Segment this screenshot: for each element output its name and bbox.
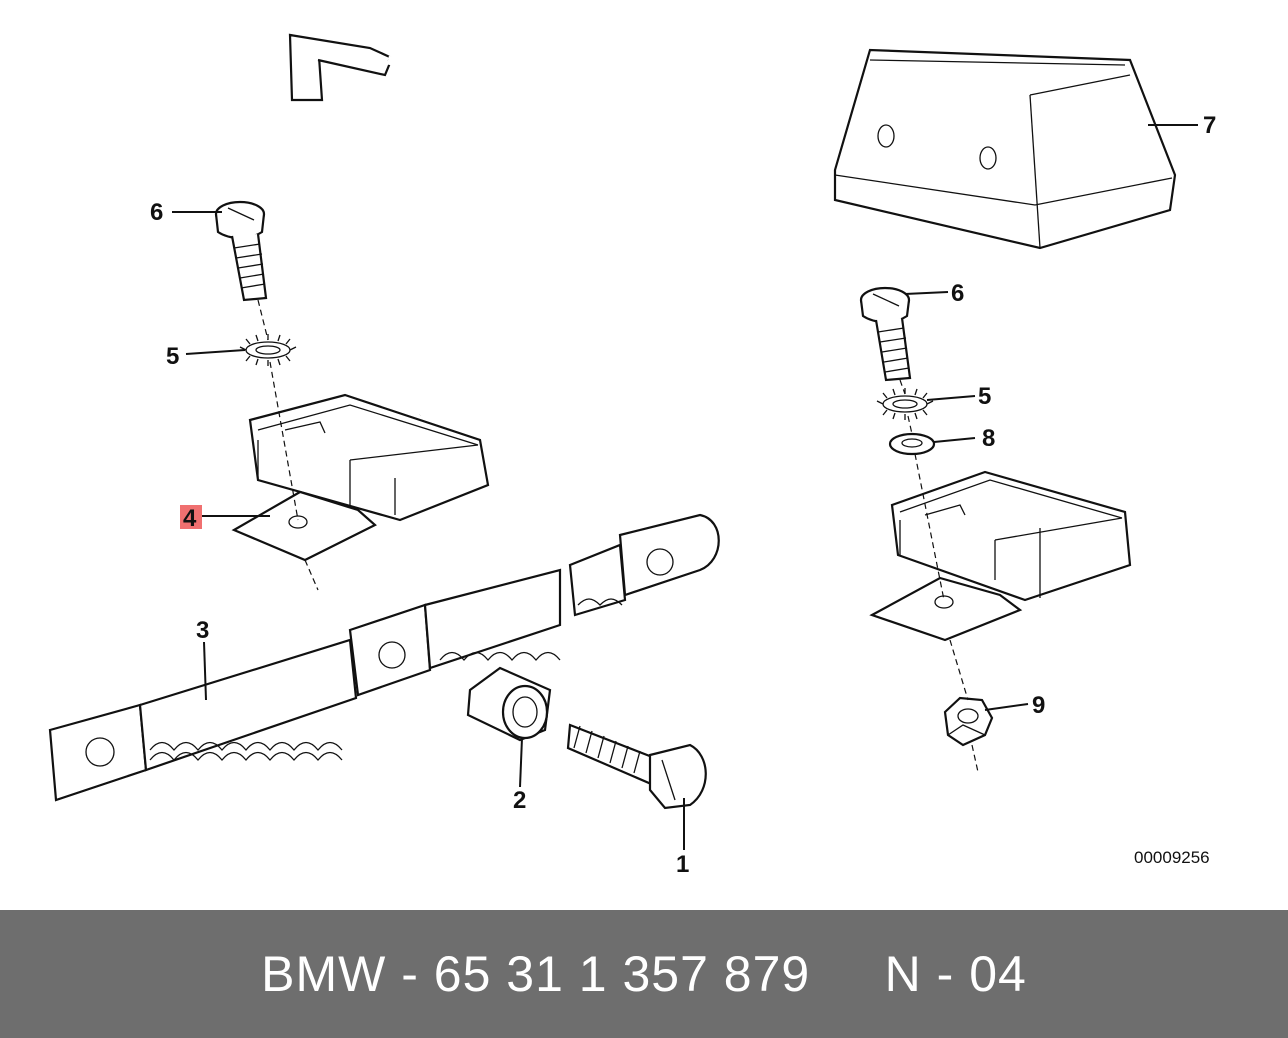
parts-diagram: 1 2 3 4 5 6 6 5 7 8 9 00009256	[48, 33, 1217, 878]
callout-5-left: 5	[166, 343, 179, 370]
suppressor-box-right	[890, 470, 1132, 602]
part-4-bracket	[231, 490, 377, 562]
footer-bar: BMW - 65 31 1 357 879 N - 04	[0, 910, 1288, 1038]
part-6-screw-left	[214, 200, 268, 302]
callout-1: 1	[676, 851, 689, 878]
diagram-canvas: 1 2 3 4 5 6 6 5 7 8 9 00009256	[48, 33, 1216, 878]
part-number-caption: BMW - 65 31 1 357 879 N - 04	[261, 946, 1027, 1002]
part-1-bolt	[566, 723, 707, 810]
part-6-screw-right	[859, 286, 912, 382]
callout-3: 3	[196, 617, 209, 644]
part-8-flat-washer	[888, 432, 936, 456]
callout-6-left: 6	[150, 199, 163, 226]
callout-8: 8	[982, 425, 995, 452]
part-5-lockwasher-left	[239, 334, 297, 366]
part-5-lockwasher-right	[876, 388, 934, 420]
part-9-nut	[943, 696, 994, 747]
callout-9: 9	[1032, 692, 1045, 719]
suppressor-box-left	[248, 393, 490, 522]
part-3-ground-strap	[48, 513, 720, 802]
cable-terminal	[288, 33, 532, 420]
part-2-spacer	[466, 666, 552, 742]
callout-7: 7	[1203, 112, 1216, 139]
part-7-cover	[833, 48, 1177, 250]
bracket-right	[869, 576, 1023, 642]
callout-2: 2	[513, 787, 526, 814]
callout-5-right: 5	[978, 383, 991, 410]
callout-6-right: 6	[951, 280, 964, 307]
callout-4-highlight	[180, 505, 202, 529]
callout-4: 4	[183, 505, 197, 532]
diagram-reference-number: 00009256	[1134, 848, 1210, 867]
